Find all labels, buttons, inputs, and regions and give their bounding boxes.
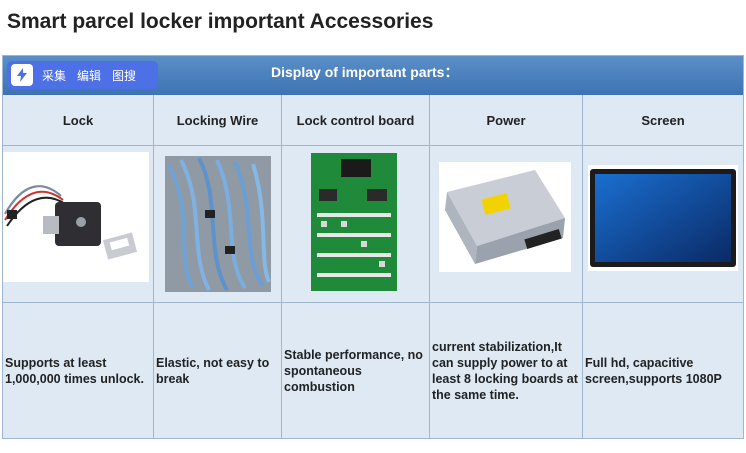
header-lock-control-board: Lock control board (296, 112, 415, 128)
lock-control-board-photo (311, 153, 397, 291)
accessories-table: 采集 编辑 图搜 Display of important parts： Loc… (2, 55, 744, 439)
locking-wire-photo (165, 156, 271, 292)
column-divider (153, 95, 154, 438)
description-power: current stabilization,It can supply powe… (432, 340, 578, 402)
edit-button[interactable]: 编辑 (77, 68, 102, 83)
description-lock-control-board: Stable performance, no spontaneous combu… (284, 348, 423, 394)
image-toolbar: 采集 编辑 图搜 (7, 61, 158, 89)
description-locking-wire: Elastic, not easy to break (156, 356, 270, 386)
screen-photo (588, 165, 738, 271)
banner-title: Display of important parts： (271, 64, 459, 80)
collect-button[interactable]: 采集 (42, 68, 67, 83)
header-power: Power (486, 112, 526, 128)
column-divider (582, 95, 583, 438)
page-title: Smart parcel locker important Accessorie… (7, 10, 434, 33)
image-search-button[interactable]: 图搜 (112, 68, 137, 83)
lock-photo (3, 152, 149, 282)
lightning-icon[interactable] (11, 64, 33, 86)
row-divider (3, 145, 743, 146)
power-supply-photo (439, 162, 571, 272)
column-divider (281, 95, 282, 438)
banner: 采集 编辑 图搜 Display of important parts： (3, 56, 743, 95)
row-divider (3, 302, 743, 303)
column-divider (429, 95, 430, 438)
header-locking-wire: Locking Wire (176, 112, 259, 128)
header-lock: Lock (62, 112, 94, 128)
description-screen: Full hd, capacitive screen,supports 1080… (585, 356, 722, 386)
header-screen: Screen (641, 112, 685, 128)
description-lock: Supports at least 1,000,000 times unlock… (5, 356, 144, 386)
